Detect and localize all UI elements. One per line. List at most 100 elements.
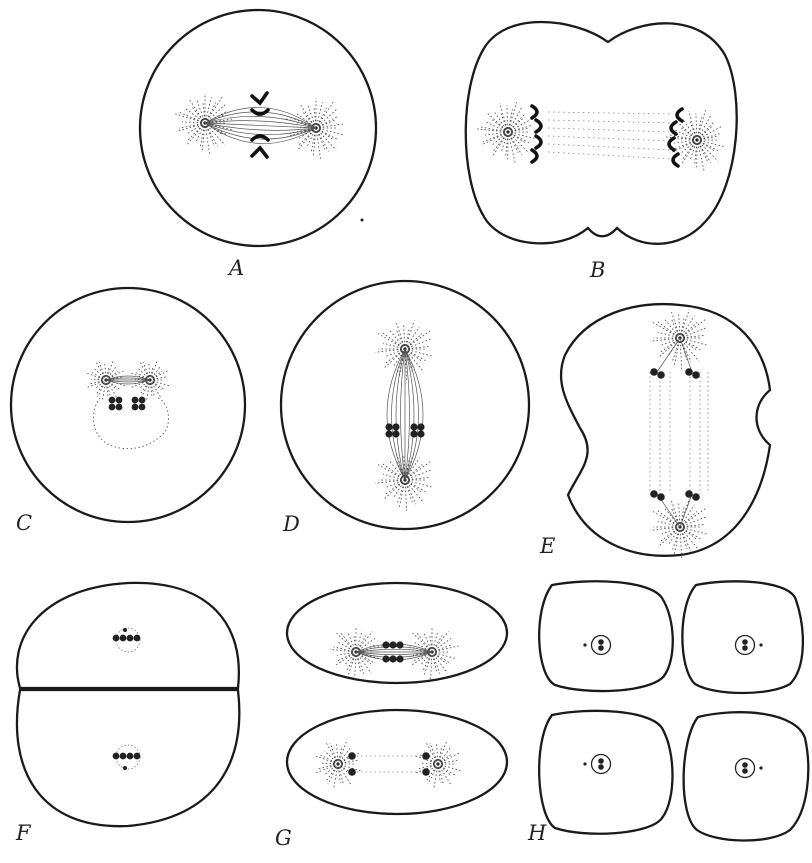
aster-ray [423,655,431,671]
aster-ray [408,481,427,492]
fiber [548,128,672,132]
panel-label-b: B [589,258,605,282]
aster-ray [683,119,696,138]
aster-ray [320,763,335,764]
aster-right [131,361,169,401]
panel-c [11,288,245,522]
aster-ray [383,474,402,479]
aster-ray [510,118,523,130]
aster-ray [683,339,702,350]
aster-ray [510,135,522,155]
aster-ray [396,330,403,346]
aster-ray [676,121,695,138]
aster-ray [665,319,678,335]
aster-ray [146,383,149,401]
aster-ray [89,381,103,384]
centriole [583,762,586,765]
aster-ray [683,528,702,539]
aster-ray [344,654,354,665]
aster-left [175,93,233,154]
chromosome-granule [396,655,403,662]
aster-ray [665,508,678,524]
fiber [680,338,692,372]
aster-ray [406,483,416,504]
aster-ray [431,655,432,679]
chromosome-granule [396,641,403,648]
aster-ray [698,116,710,137]
aster-ray [318,109,336,126]
aster-ray [658,521,677,526]
aster-ray [330,649,353,651]
aster-ray [434,654,447,664]
aster-ray [682,529,699,550]
chromosome-granule [116,397,123,404]
aster-ray [434,654,448,673]
aster-ray [511,128,530,131]
aster-ray [430,743,437,761]
centriole [695,138,698,141]
panel-label-f: F [15,821,32,845]
panel-label-e: E [539,534,555,558]
aster-ray [151,361,157,377]
nucleus [736,759,755,778]
spindle-fiber [205,121,316,128]
aster-ray [500,111,507,129]
aster-ray [671,319,678,335]
chromosome-granule [417,430,424,437]
aster-ray [341,633,354,650]
chromosome-granule [132,404,139,411]
aster-ray [153,382,165,390]
aster-ray [700,136,719,139]
nucleus [736,636,755,655]
aster-ray [511,118,534,130]
aster-ray [337,653,353,656]
nucleolus [598,645,604,651]
aster-ray [192,107,203,121]
aster-ray [341,760,359,764]
aster-ray [681,530,691,551]
fiber [548,144,672,150]
chromosome-granule [685,368,693,376]
fiber [548,152,672,159]
aster-ray [334,767,338,789]
aster-ray [383,333,403,347]
chromosome-granule [113,635,120,642]
aster-ray [690,143,696,160]
interzonal-fibers [548,112,672,159]
cell-membrane [682,581,803,693]
aster-ray [337,744,338,761]
interzonal-fibers [352,756,426,772]
aster-ray [683,335,704,337]
centriole [759,643,762,646]
chromosome-granule [692,493,700,501]
chromosome-granule [650,490,658,498]
aster-ray [698,117,702,137]
panel-label-a: A [227,256,244,280]
aster-ray [405,483,407,511]
aster-ray [658,322,678,336]
aster-ray [481,133,505,145]
speck [361,219,364,222]
aster-ray [354,634,356,649]
chromosomes [109,397,146,411]
aster-ray [176,124,202,132]
aster-ray [682,505,695,525]
chromosome-granule [382,641,389,648]
drawing-layer [11,10,808,841]
aster-ray [153,370,169,378]
aster-ray [338,767,340,783]
panel-g [287,583,507,814]
aster-ray [149,363,150,377]
nucleus [592,636,611,655]
cell-lower [287,710,507,814]
aster-ray [434,767,438,789]
panel-b [466,22,737,244]
aster-ray [430,634,432,649]
aster-left [477,102,536,162]
aster-ray [683,524,704,526]
chromosome [536,120,541,132]
aster-ray [658,511,678,525]
chromosome-granule [116,404,123,411]
chromosome-granule [685,490,693,498]
aster-ray [317,131,328,152]
